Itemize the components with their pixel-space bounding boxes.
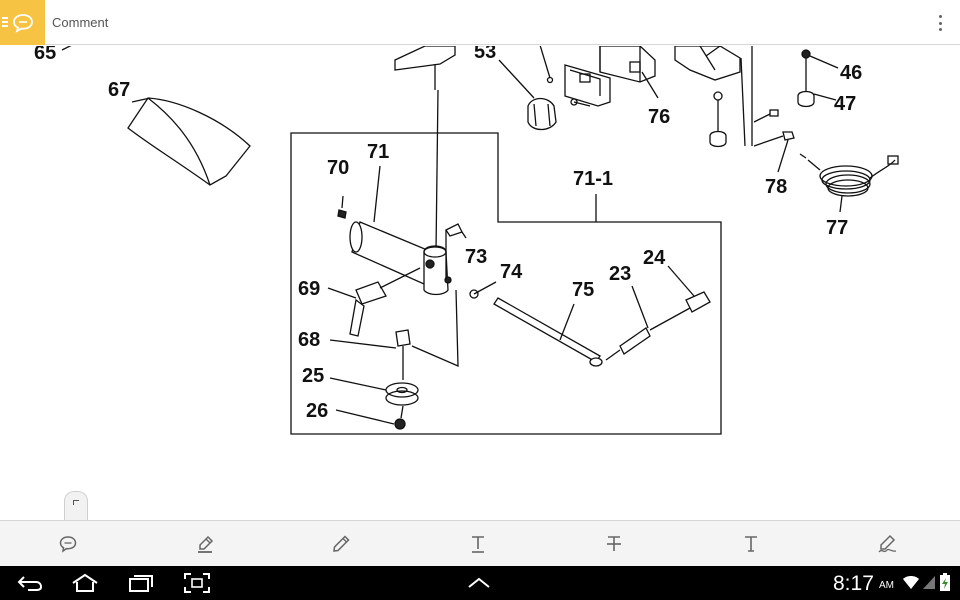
home-button[interactable] xyxy=(68,571,102,595)
callout-75: 75 xyxy=(572,279,594,301)
parts-diagram: 65 67 53 76 46 47 78 77 70 71 71-1 73 74… xyxy=(34,46,899,435)
annotation-toolbar xyxy=(0,520,960,566)
back-button[interactable] xyxy=(14,571,46,595)
system-navigation-bar: 8:17 AM xyxy=(0,566,960,600)
text-icon xyxy=(745,536,757,552)
callout-26: 26 xyxy=(306,400,328,422)
signal-icon xyxy=(923,576,935,589)
callout-69: 69 xyxy=(298,278,320,300)
comment-icon xyxy=(59,536,77,553)
signature-icon xyxy=(878,534,897,553)
highlight-tool-button[interactable] xyxy=(191,531,219,557)
page-navigator-tab[interactable] xyxy=(64,491,88,520)
callout-23: 23 xyxy=(609,263,631,285)
recent-apps-button[interactable] xyxy=(126,571,156,595)
text-underline-icon xyxy=(472,536,484,553)
callout-71: 71 xyxy=(367,141,389,163)
highlighter-icon xyxy=(198,535,214,553)
callout-68: 68 xyxy=(298,329,320,351)
callout-70: 70 xyxy=(327,157,349,179)
home-icon xyxy=(72,573,98,592)
callout-25: 25 xyxy=(302,365,324,387)
callout-71-1: 71-1 xyxy=(573,168,613,190)
callout-53: 53 xyxy=(474,46,496,63)
strikethrough-text-tool-button[interactable] xyxy=(600,531,628,557)
chevron-up-icon xyxy=(468,577,490,588)
callout-67: 67 xyxy=(108,79,130,101)
screenshot-icon xyxy=(184,573,210,593)
status-time: 8:17 xyxy=(833,572,874,595)
document-viewport[interactable]: 65 67 53 76 46 47 78 77 70 71 71-1 73 74… xyxy=(0,46,960,520)
screenshot-button[interactable] xyxy=(182,571,212,595)
text-strikethrough-icon xyxy=(607,536,621,551)
pencil-tool-button[interactable] xyxy=(327,531,355,557)
back-icon xyxy=(17,576,43,591)
callout-73: 73 xyxy=(465,246,487,268)
callout-47: 47 xyxy=(834,93,856,115)
callout-78: 78 xyxy=(765,176,787,198)
overflow-menu-icon[interactable] xyxy=(936,13,944,33)
battery-charging-icon xyxy=(940,573,950,591)
top-action-bar: Comment xyxy=(0,0,960,45)
page-title: Comment xyxy=(52,15,109,30)
callout-74: 74 xyxy=(500,261,523,283)
comment-mode-button[interactable] xyxy=(0,0,45,45)
menu-lines-icon xyxy=(2,17,8,28)
pencil-icon xyxy=(333,535,350,552)
callout-65: 65 xyxy=(34,46,56,64)
text-tool-button[interactable] xyxy=(737,531,765,557)
callout-46: 46 xyxy=(840,62,862,84)
recent-apps-icon xyxy=(129,575,153,592)
callout-77: 77 xyxy=(826,217,848,239)
signature-tool-button[interactable] xyxy=(873,531,901,557)
diagram-drawing xyxy=(61,46,899,435)
underline-text-tool-button[interactable] xyxy=(464,531,492,557)
callout-76: 76 xyxy=(648,106,670,128)
comment-tool-button[interactable] xyxy=(54,531,82,557)
corner-icon xyxy=(73,500,79,505)
comment-bubble-icon xyxy=(12,13,33,33)
callout-24: 24 xyxy=(643,247,666,269)
wifi-icon xyxy=(903,576,919,589)
status-ampm: AM xyxy=(879,580,894,591)
expand-up-button[interactable] xyxy=(464,571,494,595)
